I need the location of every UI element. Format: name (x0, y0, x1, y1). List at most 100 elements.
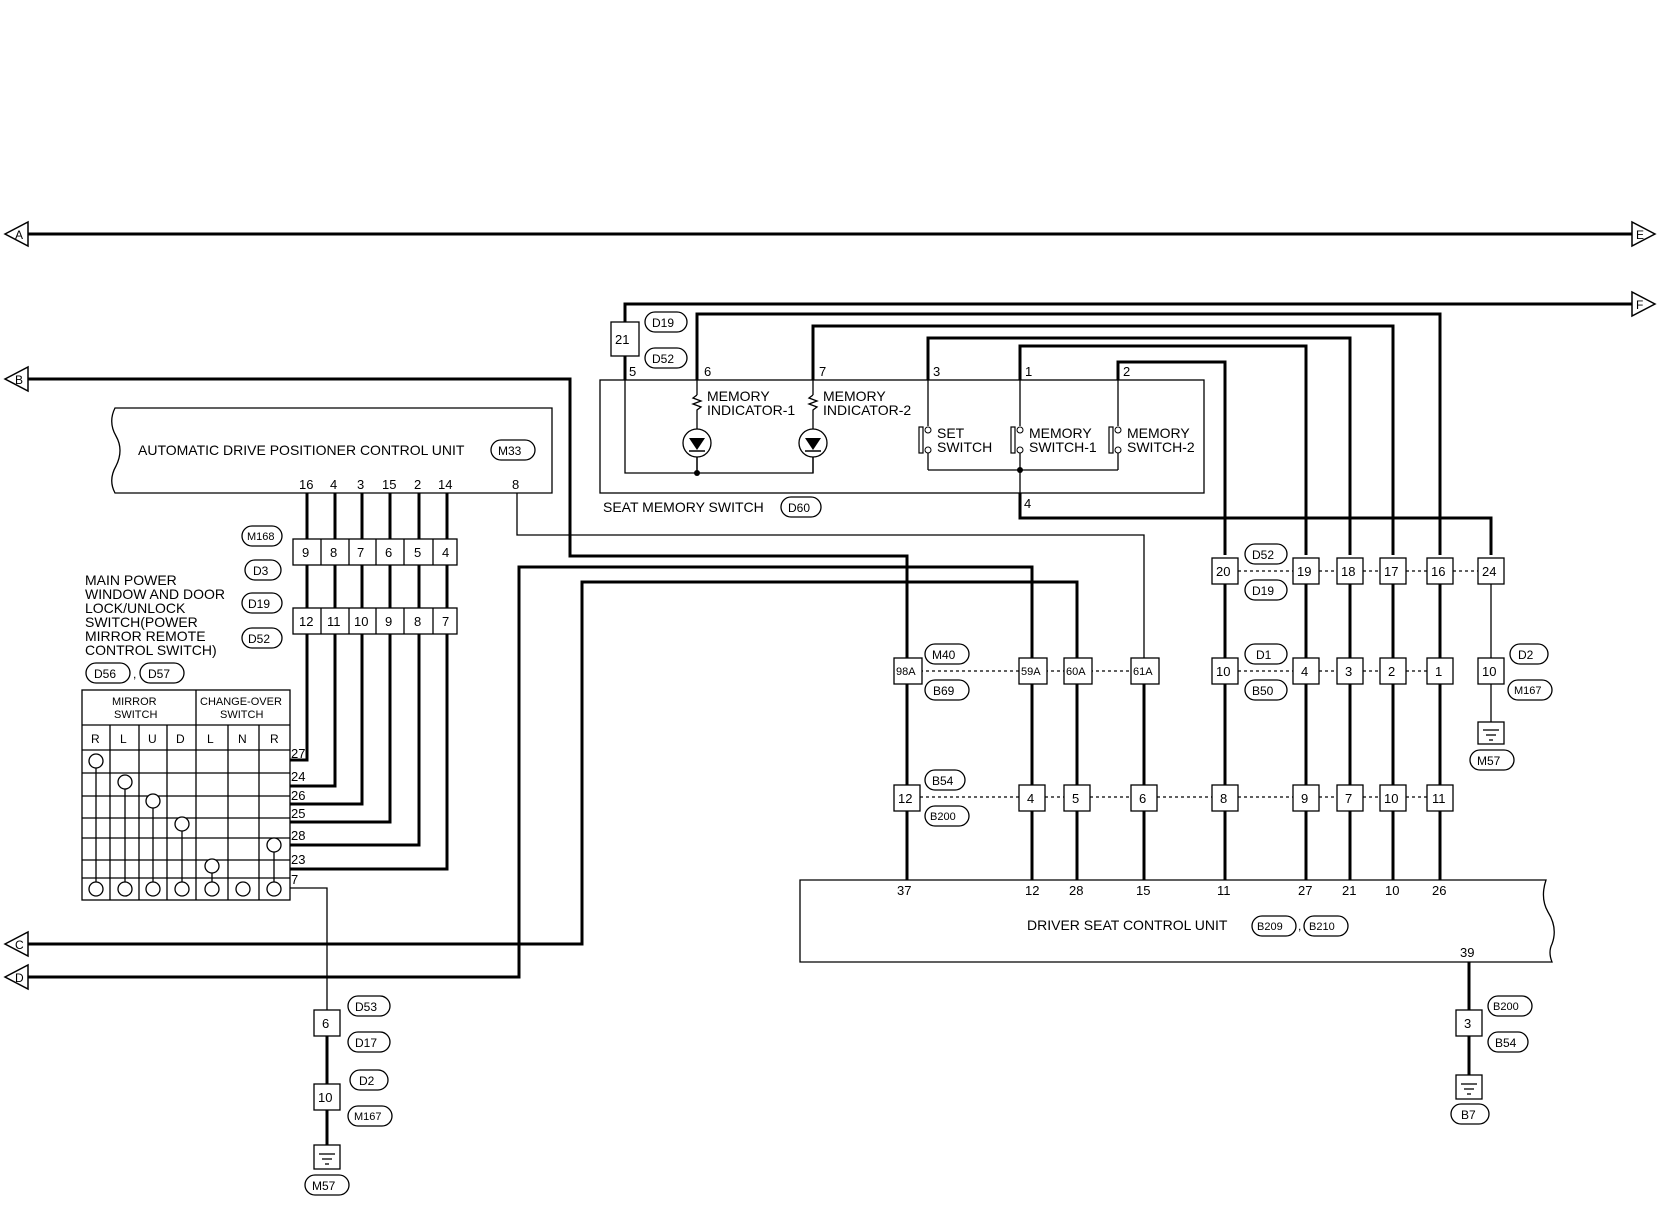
wires (28, 232, 1632, 1145)
set-switch-label: SWITCH (937, 439, 992, 455)
d52-top-pin: 16 (1431, 564, 1445, 579)
m168-pin: 6 (385, 545, 392, 560)
m168-pin: 5 (414, 545, 421, 560)
mem-sw-1-label: MEMORY (1029, 425, 1092, 441)
harness-dash-lines (920, 570, 1478, 798)
code-d57: D57 (148, 667, 170, 681)
d52-pin: 10 (354, 614, 368, 629)
sms-pin: 4 (1024, 496, 1031, 511)
code-m40: M40 (932, 648, 956, 662)
connector-a-label: A (15, 228, 23, 242)
d52-pin: 9 (385, 614, 392, 629)
adp-pin: 15 (382, 477, 396, 492)
mp-pin: 28 (291, 828, 305, 843)
dscu-pin: 27 (1298, 883, 1312, 898)
dscu-title: DRIVER SEAT CONTROL UNIT (1027, 917, 1228, 933)
mp-title-line: MAIN POWER (85, 572, 177, 588)
code-b200: B200 (930, 811, 956, 823)
ground-icon (1477, 721, 1505, 745)
mp-title-line: CONTROL SWITCH) (85, 642, 217, 658)
connector-d52-top-row: 20 19 18 17 16 24 D52 D19 (1211, 543, 1505, 601)
mp-pin: 7 (291, 872, 298, 887)
mem-sw-1-label: SWITCH-1 (1029, 439, 1097, 455)
code-d56: D56 (94, 667, 116, 681)
b54-pin: 6 (1139, 791, 1146, 806)
b54-pin: 10 (1384, 791, 1398, 806)
b200-pin: 3 (1464, 1016, 1471, 1031)
b54-pin: 7 (1345, 791, 1352, 806)
d52-pin: 11 (327, 614, 341, 629)
connector-c-label: C (15, 938, 24, 952)
code-d2-right: D2 (1518, 648, 1534, 662)
mirror-col-d: D (176, 732, 185, 746)
mirror-switch-header: MIRROR (112, 696, 157, 708)
d52-top-pin: 17 (1384, 564, 1398, 579)
adp-pin: 16 (299, 477, 313, 492)
mirror-col-l: L (120, 732, 127, 746)
ground-m57-left: M57 (312, 1179, 336, 1193)
dscu-pin: 21 (1342, 883, 1356, 898)
connector-b54-row: 12 4 5 6 8 9 7 10 11 B54 B200 (893, 769, 1454, 827)
change-col-l: L (207, 732, 214, 746)
code-separator: , (133, 667, 136, 681)
b54-pin: 5 (1072, 791, 1079, 806)
code-d53: D53 (355, 1000, 377, 1014)
mirror-col-r: R (91, 732, 100, 746)
d1-pin: 10 (1216, 664, 1230, 679)
d53-pin: 6 (322, 1016, 329, 1031)
dscu-pin: 39 (1460, 945, 1474, 960)
code-d3: D3 (253, 564, 269, 578)
code-b54: B54 (932, 774, 954, 788)
connector-d-label: D (15, 971, 24, 985)
sms-code: D60 (788, 501, 810, 515)
m168-pin: 9 (302, 545, 309, 560)
sms-pin: 7 (819, 364, 826, 379)
change-over-header: CHANGE-OVER (200, 696, 282, 708)
d1-pin: 4 (1301, 664, 1308, 679)
adp-title: AUTOMATIC DRIVE POSITIONER CONTROL UNIT (138, 442, 465, 458)
main-power-window-switch-label: MAIN POWER WINDOW AND DOOR LOCK/UNLOCK S… (85, 572, 225, 684)
mp-pin: 24 (291, 769, 305, 784)
change-col-n: N (238, 732, 247, 746)
ground-icon (313, 1144, 341, 1170)
m40-pin: 60A (1066, 666, 1086, 678)
dscu-pin: 28 (1069, 883, 1083, 898)
code-b210: B210 (1309, 921, 1335, 933)
code-m167: M167 (354, 1111, 382, 1123)
sms-pin: 2 (1123, 364, 1130, 379)
mp-pin: 27 (291, 746, 305, 761)
adp-pin: 2 (414, 477, 421, 492)
d52-pin: 12 (299, 614, 313, 629)
connector-d1-row: 10 4 3 2 1 D1 B50 10 D2 M167 M57 (1211, 643, 1553, 771)
mem-sw-2-label: MEMORY (1127, 425, 1190, 441)
bottom-right-ground: 3 B200 B54 B7 (1450, 995, 1533, 1125)
switch-icon (918, 426, 924, 454)
mp-pin: 23 (291, 852, 305, 867)
m168-pin: 7 (357, 545, 364, 560)
code-m168: M168 (247, 531, 275, 543)
sms-pin: 3 (933, 364, 940, 379)
connector-f-label: F (1636, 298, 1643, 312)
code-d52: D52 (248, 632, 270, 646)
sms-pin: 5 (629, 364, 636, 379)
switch-icon (1010, 426, 1016, 454)
mp-title-line: MIRROR REMOTE (85, 628, 206, 644)
mem-ind-1-label: MEMORY (707, 388, 770, 404)
driver-seat-control-unit: 37 12 28 15 11 27 21 10 26 DRIVER SEAT C… (799, 879, 1555, 963)
m168-pin: 8 (330, 545, 337, 560)
code-b209: B209 (1257, 921, 1283, 933)
connector-b-label: B (15, 373, 23, 387)
mp-title-line: SWITCH(POWER (85, 614, 198, 630)
ground-m57-right: M57 (1477, 754, 1501, 768)
m168-pin: 4 (442, 545, 449, 560)
mp-pin: 26 (291, 788, 305, 803)
d52-top-pin: 20 (1216, 564, 1230, 579)
d1-pin: 1 (1435, 664, 1442, 679)
code-d19-top: D19 (652, 316, 674, 330)
adp-code: M33 (498, 444, 522, 458)
adp-code-tag (490, 439, 536, 461)
mem-sw-2-label: SWITCH-2 (1127, 439, 1195, 455)
d1-pin: 3 (1345, 664, 1352, 679)
dscu-pin: 26 (1432, 883, 1446, 898)
